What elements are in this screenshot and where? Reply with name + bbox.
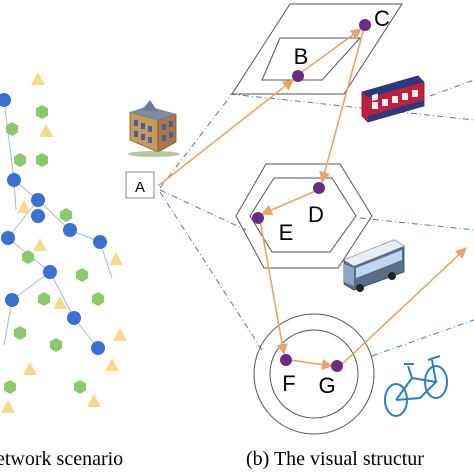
node-g: G [318, 360, 343, 398]
node-c-dot [359, 19, 371, 31]
arrow-g-bike [339, 247, 467, 367]
network-hexagon [22, 250, 34, 264]
node-d-label: D [308, 202, 324, 227]
network-green-nodes [4, 105, 104, 394]
network-triangle [17, 200, 31, 213]
caption-network-scenario: etwork scenario [0, 448, 124, 470]
arrow-f-g [289, 359, 334, 371]
network-node [31, 209, 45, 223]
node-e-dot [252, 212, 264, 224]
network-node [91, 341, 105, 355]
caption-visual-structure: (b) The visual structur [246, 448, 424, 470]
node-c: C [359, 6, 390, 31]
node-e: E [252, 212, 293, 245]
train-icon [361, 75, 425, 123]
bicycle-icon [384, 355, 448, 417]
node-b-dot [292, 70, 304, 82]
network-node [63, 223, 77, 237]
network-hexagon [14, 153, 26, 167]
node-f: F [280, 354, 296, 396]
arrow-a-b [157, 79, 294, 187]
region-circle [253, 313, 375, 435]
network-edges [3, 99, 113, 349]
region-hexagon [235, 163, 373, 269]
network-node [67, 311, 81, 325]
network-blue-nodes [0, 93, 107, 355]
building-icon [128, 100, 180, 157]
network-yellow-nodes [1, 72, 127, 413]
network-triangle [1, 400, 15, 413]
node-a-label: A [135, 179, 145, 196]
node-g-dot [331, 360, 343, 372]
network-node [7, 173, 21, 187]
network-hexagon [50, 338, 62, 352]
node-f-dot [280, 354, 292, 366]
bus-icon [343, 239, 405, 292]
network-node [31, 193, 45, 207]
network-node [5, 293, 19, 307]
network-hexagon [92, 292, 104, 306]
network-node [93, 235, 107, 249]
network-node [0, 93, 11, 107]
path-arrows [157, 27, 467, 371]
arrow-b-c [301, 28, 362, 73]
node-d: D [308, 182, 325, 227]
network-node [1, 231, 15, 245]
network-hexagon [74, 380, 86, 394]
network-panel [0, 72, 127, 413]
node-c-label: C [374, 6, 390, 31]
network-hexagon [60, 208, 72, 222]
network-triangle [23, 362, 37, 375]
network-hexagon [4, 380, 16, 394]
network-hexagon [36, 153, 48, 167]
node-g-label: G [318, 373, 335, 398]
dashed-connectors [159, 79, 474, 357]
node-a: A [125, 171, 155, 199]
node-f-label: F [282, 371, 295, 396]
network-triangle [31, 72, 45, 85]
node-b: B [292, 44, 308, 82]
node-a-box [125, 171, 155, 199]
arrow-e-f [259, 219, 288, 356]
region-diamond [231, 3, 403, 95]
network-triangle [113, 328, 127, 341]
arrow-d-e [260, 189, 319, 216]
network-hexagon [14, 326, 26, 340]
node-d-dot [313, 182, 325, 194]
network-hexagon [6, 122, 18, 136]
network-triangle [87, 394, 101, 407]
network-triangle [33, 238, 47, 251]
network-hexagon [76, 268, 88, 282]
node-b-label: B [294, 44, 309, 69]
node-e-label: E [279, 220, 294, 245]
arrow-c-d [319, 27, 365, 184]
network-triangle [39, 124, 53, 137]
network-triangle [53, 296, 67, 309]
network-triangle [109, 252, 123, 265]
network-hexagon [38, 292, 50, 306]
network-hexagon [36, 105, 48, 119]
network-triangle [105, 358, 119, 371]
network-node [43, 265, 57, 279]
